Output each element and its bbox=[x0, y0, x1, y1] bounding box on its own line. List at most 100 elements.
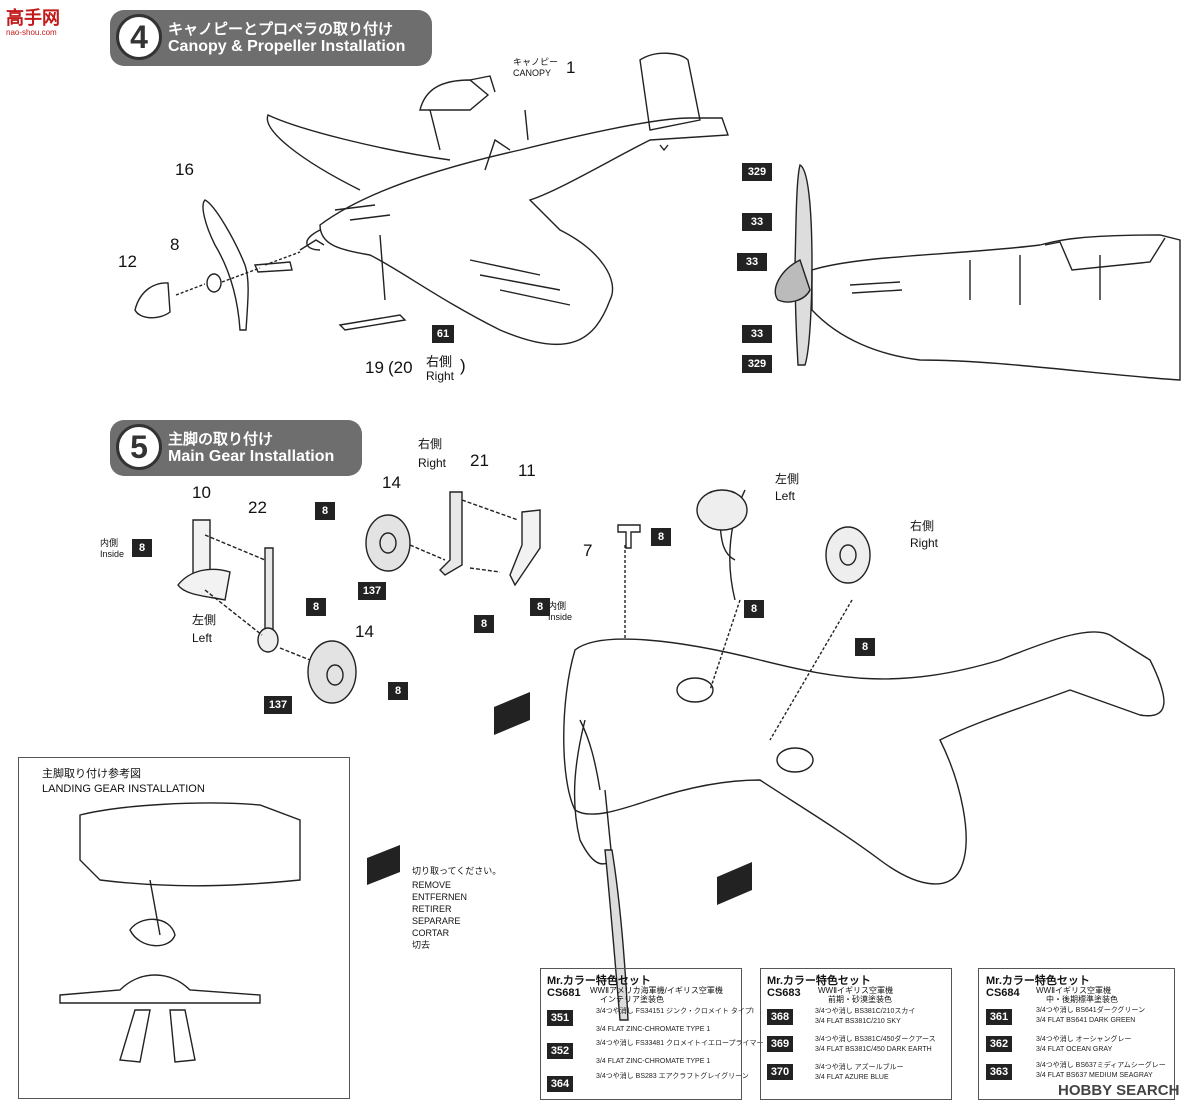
remove-note-line-6: 切去 bbox=[412, 940, 431, 950]
prop-color-329-top: 329 bbox=[742, 163, 772, 181]
step4-banner bbox=[110, 10, 432, 66]
part-7-label: 7 bbox=[583, 541, 593, 560]
part-21-label: 21 bbox=[470, 451, 489, 470]
color-8-badge-left-gear: 8 bbox=[744, 600, 764, 618]
canopy-label-jp: キャノピー bbox=[513, 57, 559, 67]
cs681-item-1-en: 3/4 FLAT ZINC-CHROMATE TYPE 1 bbox=[596, 1026, 711, 1033]
cs683-item-1-en: 3/4 FLAT BS381C/210 SKY bbox=[815, 1018, 901, 1025]
cs681-title: Mr.カラー特色セット bbox=[547, 975, 651, 987]
landing-gear-reference-panel bbox=[18, 757, 350, 1099]
right-label-jp-gear: 右側 bbox=[418, 437, 443, 451]
cs684-item-2-jp: 3/4つや消し オーシャングレー bbox=[1036, 1036, 1132, 1043]
cs683-item-3-en: 3/4 FLAT AZURE BLUE bbox=[815, 1074, 889, 1081]
part-22-label: 22 bbox=[248, 498, 267, 517]
color-8-badge-22: 8 bbox=[306, 598, 326, 616]
cs683-sub-2: 前期・砂漠塗装色 bbox=[828, 995, 892, 1004]
site-logo-url: nao-shou.com bbox=[6, 28, 57, 37]
cs683-item-2-num: 369 bbox=[767, 1036, 793, 1052]
step4-title-jp: キャノピーとプロペラの取り付け bbox=[168, 21, 394, 38]
cs683-sub-1: WWⅡイギリス空軍機 bbox=[818, 986, 894, 995]
left-label-jp-gear: 左側 bbox=[192, 613, 217, 627]
cs681-item-2-num: 352 bbox=[547, 1043, 573, 1059]
part-19-label: 19 bbox=[365, 358, 384, 377]
cs683-item-1-num: 368 bbox=[767, 1009, 793, 1025]
left-label-en-gear: Left bbox=[192, 631, 213, 645]
cs684-item-1-en: 3/4 FLAT BS641 DARK GREEN bbox=[1036, 1017, 1136, 1024]
remove-note-line-3: RETIRER bbox=[412, 904, 452, 914]
reference-title-jp: 主脚取り付け参考図 bbox=[42, 768, 141, 780]
canopy-label-en: CANOPY bbox=[513, 68, 552, 78]
cs683-title: Mr.カラー特色セット bbox=[767, 975, 871, 987]
step5-number: 5 bbox=[116, 424, 162, 470]
part-12-label: 12 bbox=[118, 252, 137, 271]
part-8-label: 8 bbox=[170, 235, 180, 254]
reference-title-en: LANDING GEAR INSTALLATION bbox=[42, 783, 205, 795]
cs684-sub-2: 中・後期標準塗装色 bbox=[1046, 995, 1118, 1004]
cs684-item-2-num: 362 bbox=[986, 1036, 1012, 1052]
cs683-item-3-num: 370 bbox=[767, 1064, 793, 1080]
color-8-badge-7: 8 bbox=[651, 528, 671, 546]
part-20-side-en: Right bbox=[426, 369, 455, 383]
color-137-badge-b: 137 bbox=[264, 696, 292, 714]
part-20-label: (20 bbox=[388, 358, 413, 377]
right-label-en-plane: Right bbox=[910, 536, 939, 550]
cs683-code: CS683 bbox=[767, 987, 801, 999]
gear-parts-drawing bbox=[177, 491, 641, 704]
cs681-code: CS681 bbox=[547, 987, 581, 999]
color-8-badge-14b: 8 bbox=[388, 682, 408, 700]
cs681-sub-1: WWⅡアメリカ海軍機/イギリス空軍機 bbox=[590, 986, 723, 995]
cs684-title: Mr.カラー特色セット bbox=[986, 975, 1090, 987]
cs681-sub-2: インテリア塗装色 bbox=[600, 995, 664, 1004]
cs684-item-3-en: 3/4 FLAT BS637 MEDIUM SEAGRAY bbox=[1036, 1072, 1153, 1079]
cs681-item-3-jp: 3/4つや消し BS283 エアクラフトグレイグリーン bbox=[596, 1073, 749, 1080]
part-10-label: 10 bbox=[192, 483, 211, 502]
color-8-badge-inside: 8 bbox=[132, 539, 152, 557]
remove-note-line-5: CORTAR bbox=[412, 928, 450, 938]
color-set-panel-cs684 bbox=[978, 968, 1175, 1100]
cs683-item-2-en: 3/4 FLAT BS381C/450 DARK EARTH bbox=[815, 1046, 932, 1053]
color-8-badge-11: 8 bbox=[530, 598, 550, 616]
remove-note-line-1: REMOVE bbox=[412, 880, 452, 890]
hobby-search-watermark: HOBBY SEARCH bbox=[1058, 1082, 1180, 1099]
site-logo: 高手网 bbox=[6, 8, 60, 28]
color-8-badge-14a: 8 bbox=[315, 502, 335, 520]
color-61-badge: 61 bbox=[432, 325, 454, 343]
cs684-item-1-jp: 3/4つや消し BS641ダークグリーン bbox=[1036, 1007, 1146, 1014]
inside-label-en-left: Inside bbox=[100, 549, 125, 559]
color-137-badge-a: 137 bbox=[358, 582, 386, 600]
remove-marks bbox=[367, 692, 752, 905]
right-label-jp-plane: 右側 bbox=[910, 519, 935, 533]
right-label-en-gear: Right bbox=[418, 456, 447, 470]
cs684-code: CS684 bbox=[986, 987, 1020, 999]
inside-label-en-right: Inside bbox=[548, 612, 573, 622]
cs683-item-2-jp: 3/4つや消し BS381C/450ダークアース bbox=[815, 1036, 936, 1043]
left-label-en-plane: Left bbox=[775, 489, 796, 503]
part-16-label: 16 bbox=[175, 160, 194, 179]
part-20-side-jp: 右側 bbox=[426, 354, 453, 369]
prop-color-329-bottom: 329 bbox=[742, 355, 772, 373]
spitfire-lower-drawing bbox=[563, 489, 1165, 1021]
cs681-item-1-jp: 3/4つや消し FS34151 ジンク・クロメイト タイプI bbox=[596, 1008, 754, 1015]
inside-label-jp-right: 内側 bbox=[548, 601, 567, 611]
prop-color-33-b: 33 bbox=[737, 253, 767, 271]
part-1-label: 1 bbox=[566, 58, 576, 77]
spitfire-upper-drawing bbox=[266, 52, 729, 346]
propeller-assembly-drawing bbox=[134, 199, 407, 331]
cs684-item-2-en: 3/4 FLAT OCEAN GRAY bbox=[1036, 1046, 1113, 1053]
color-set-panel-cs683 bbox=[760, 968, 952, 1100]
part-14b-label: 14 bbox=[355, 622, 374, 641]
cs681-item-2-en: 3/4 FLAT ZINC-CHROMATE TYPE 1 bbox=[596, 1058, 711, 1065]
prop-color-33-c: 33 bbox=[742, 325, 772, 343]
cs683-item-1-jp: 3/4つや消し BS381C/210スカイ bbox=[815, 1008, 916, 1015]
cs681-item-1-num: 351 bbox=[547, 1010, 573, 1026]
part-11-label: 11 bbox=[518, 461, 536, 480]
left-label-jp-plane: 左側 bbox=[775, 472, 800, 486]
color-set-panel-cs681 bbox=[540, 968, 742, 1100]
nose-side-view-drawing bbox=[774, 163, 1181, 381]
part-14a-label: 14 bbox=[382, 473, 401, 492]
cs681-item-2-jp: 3/4つや消し FS33481 クロメイトイエロープライマー bbox=[596, 1040, 764, 1047]
step4-number: 4 bbox=[116, 14, 162, 60]
reference-drawings bbox=[59, 802, 301, 1063]
remove-note-line-4: SEPARARE bbox=[412, 916, 461, 926]
